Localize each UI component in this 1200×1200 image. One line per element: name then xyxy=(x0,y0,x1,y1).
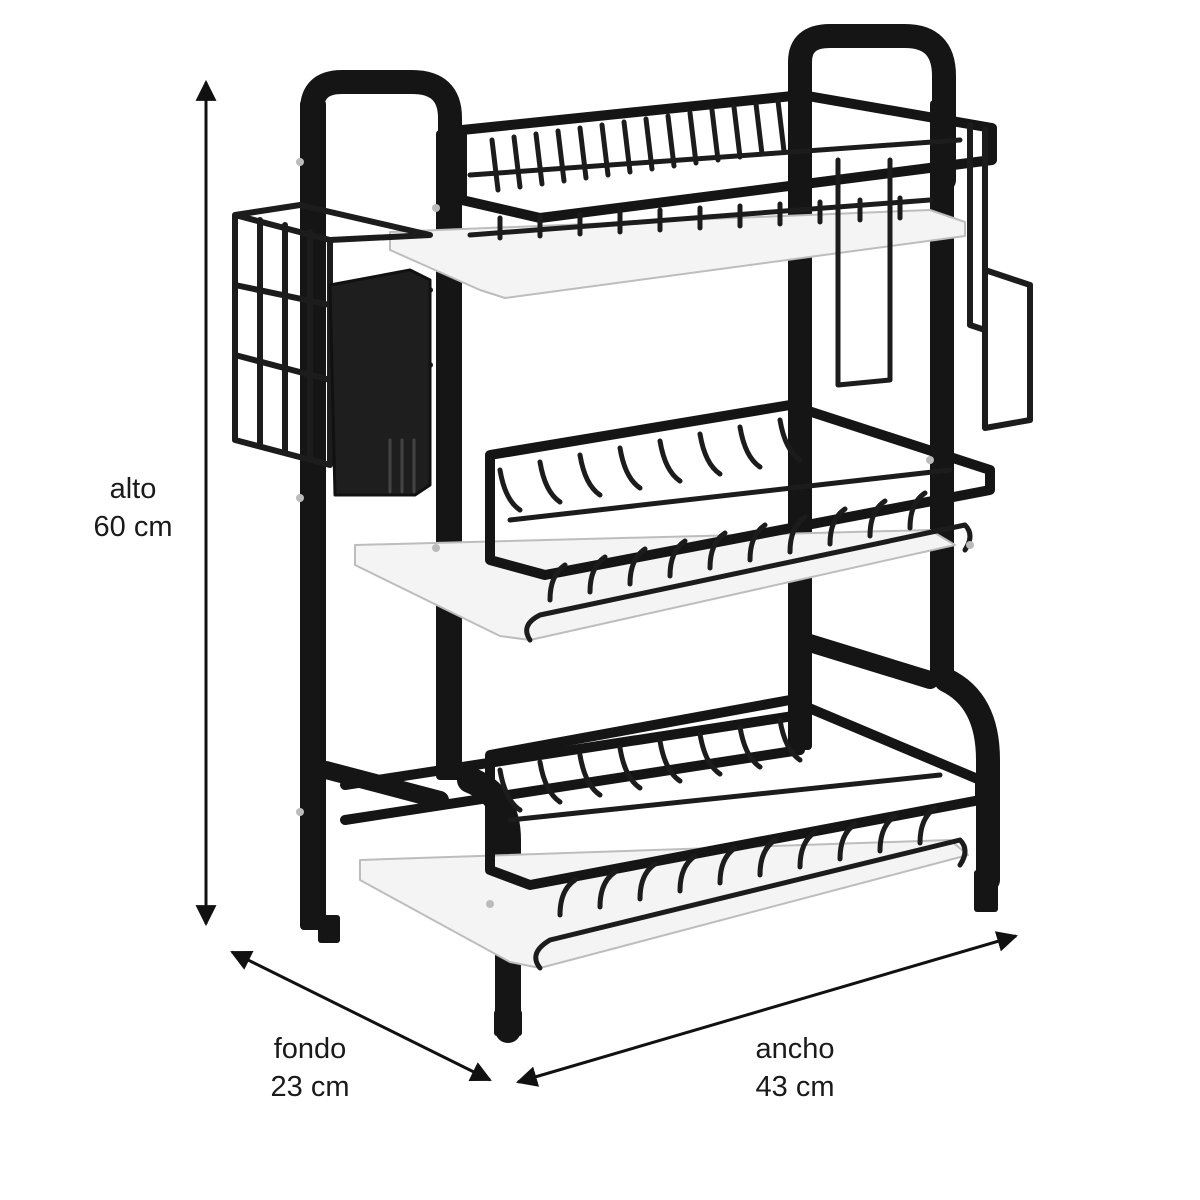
bottom-basket-wires xyxy=(497,717,968,971)
width-label-value: 43 cm xyxy=(755,1071,835,1103)
cup-hook-icon xyxy=(835,157,893,388)
top-tier xyxy=(389,90,997,299)
bottom-rear-frame xyxy=(340,710,805,825)
rear-lower-brace xyxy=(317,631,939,809)
width-arrow xyxy=(515,931,1019,1087)
bottom-basket-frame xyxy=(485,695,985,890)
bottom-tier xyxy=(340,695,985,971)
dish-rack xyxy=(232,24,1033,1043)
utensil-cup-slots xyxy=(388,438,416,494)
width-label-name: ancho xyxy=(755,1033,835,1065)
middle-tier xyxy=(354,400,995,643)
front-right-leg xyxy=(934,668,1000,892)
height-label-value: 60 cm xyxy=(93,511,173,543)
depth-arrow xyxy=(230,950,492,1082)
front-left-post xyxy=(436,130,462,780)
utensil-cup xyxy=(328,268,432,497)
top-tray xyxy=(389,209,966,299)
depth-label-value: 23 cm xyxy=(270,1071,350,1103)
height-label-name: alto xyxy=(109,473,157,505)
left-handle xyxy=(300,70,462,342)
cutting-board-holder-icon xyxy=(967,122,1033,431)
front-left-leg xyxy=(457,767,521,1043)
middle-basket-frame xyxy=(485,400,995,580)
frame-screws xyxy=(296,158,974,908)
top-basket-frame xyxy=(457,90,997,223)
depth-label-name: fondo xyxy=(273,1033,347,1065)
rear-left-foot xyxy=(318,915,340,943)
top-basket-wires xyxy=(467,98,963,241)
height-label: alto 60 cm xyxy=(78,470,188,546)
front-left-foot xyxy=(494,1010,522,1036)
right-handle xyxy=(788,24,956,192)
depth-label: fondo 23 cm xyxy=(250,1030,370,1106)
width-label: ancho 43 cm xyxy=(735,1030,855,1106)
utensil-holder-icon xyxy=(232,202,433,497)
